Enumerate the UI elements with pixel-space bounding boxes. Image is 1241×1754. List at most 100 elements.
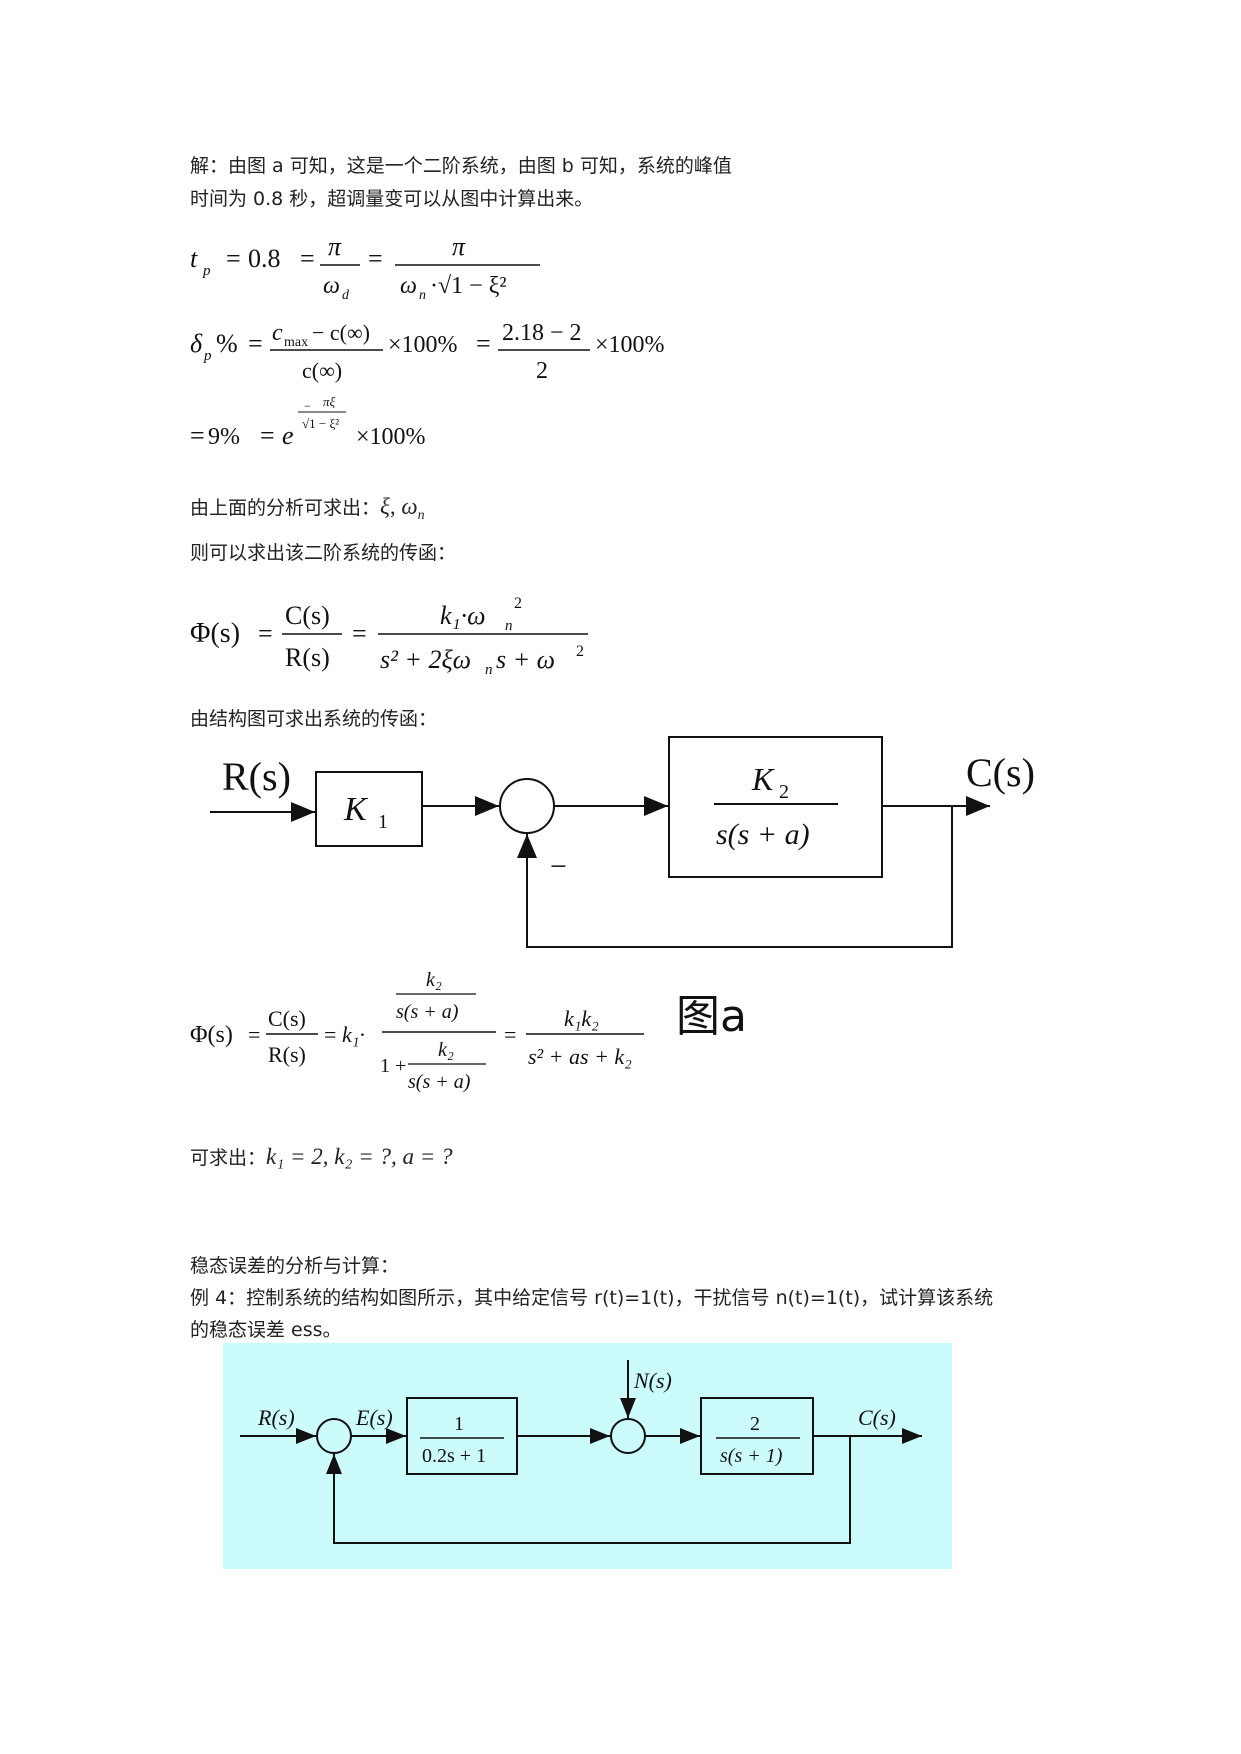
eq2-num1-sub: max bbox=[284, 335, 308, 350]
results-text: 可求出： bbox=[190, 1147, 267, 1169]
svg-text:=: = bbox=[324, 1022, 336, 1047]
eq4-den2-rest: s + ω bbox=[496, 645, 555, 674]
eq4-num2: k₁·ω bbox=[440, 601, 485, 630]
eq1-den2-sub: n bbox=[419, 288, 426, 303]
analysis-sub: n bbox=[417, 507, 425, 523]
svg-text:−: − bbox=[304, 399, 311, 413]
eq1-num2: π bbox=[452, 232, 466, 261]
eq5-den1: R(s) bbox=[268, 1042, 306, 1067]
eq5-inner-num: k₂ bbox=[426, 969, 442, 991]
diagram-b-block2-den: s(s + 1) bbox=[720, 1445, 783, 1467]
eq3-base: e bbox=[282, 421, 294, 450]
diagram-a-plant-num: K bbox=[751, 761, 775, 797]
eq2-times1: ×100% bbox=[388, 332, 458, 358]
example-line-2: 的稳态误差 ess。 bbox=[190, 1319, 342, 1341]
eq4-lhs: Φ(s) bbox=[190, 618, 240, 649]
eq4-den1: R(s) bbox=[285, 643, 330, 672]
diagram-a-gain-sub: 1 bbox=[378, 811, 388, 833]
eq5-mult: k₁· bbox=[342, 1022, 365, 1047]
analysis-text: 由上面的分析可求出： bbox=[190, 497, 381, 519]
eq2-num2: 2.18 − 2 bbox=[502, 320, 582, 346]
eq5-num1: C(s) bbox=[268, 1006, 306, 1031]
eq2-den2: 2 bbox=[536, 358, 548, 384]
diagram-a-gain-block bbox=[315, 771, 423, 847]
equation-overshoot: δ p % = c max − c(∞) c(∞) ×100% = 2.18 −… bbox=[190, 320, 665, 384]
diagram-a-plant-den: s(s + a) bbox=[716, 818, 810, 851]
diagram-b-background bbox=[223, 1343, 952, 1569]
diagram-a-feedback-sign: − bbox=[550, 850, 567, 883]
diagram-a-feedback-path bbox=[517, 806, 953, 948]
eq2-num1-rest: − c(∞) bbox=[312, 320, 370, 345]
analysis-line: 由上面的分析可求出：ξ, ωn bbox=[190, 490, 425, 532]
intro-line-2: 时间为 0.8 秒，超调量变可以从图中计算出来。 bbox=[190, 188, 594, 210]
eq2-times2: ×100% bbox=[595, 332, 665, 358]
diagram-b-block1-den: 0.2s + 1 bbox=[422, 1445, 486, 1467]
eq2-lhs: δ bbox=[190, 329, 203, 358]
eq1-lhs: t bbox=[190, 244, 198, 273]
svg-text:=: = bbox=[504, 1022, 516, 1047]
eq5-final-den: s² + as + k₂ bbox=[528, 1044, 632, 1069]
diagram-b-feedback-path bbox=[326, 1436, 851, 1544]
eq4-den2-sub: n bbox=[485, 662, 493, 678]
eq4-num2-sup: 2 bbox=[514, 595, 522, 612]
section-heading: 稳态误差的分析与计算： bbox=[190, 1255, 400, 1277]
eq5-final-num: k₁k₂ bbox=[564, 1006, 599, 1031]
diagram-b-summing-junction-1 bbox=[316, 1418, 352, 1454]
eq5-inner-den-2: s(s + a) bbox=[408, 1071, 471, 1093]
structure-intro: 由结构图可求出系统的传函： bbox=[190, 708, 438, 730]
svg-text:=: = bbox=[226, 244, 241, 273]
svg-text:=: = bbox=[352, 619, 367, 648]
eq4-den2-sup: 2 bbox=[576, 643, 584, 660]
equation-closed-loop: Φ(s) = C(s) R(s) = k₁· k₂ s(s + a) 1 + k… bbox=[190, 969, 644, 1093]
analysis-vars: ξ, ω bbox=[380, 494, 418, 519]
eq3-exp-num: πξ bbox=[323, 394, 336, 409]
eq5-inner-num-2: k₂ bbox=[438, 1039, 454, 1061]
equation-peak-time: t p = 0.8 = π ω d = π ω n ·√1 − ξ² bbox=[190, 232, 540, 303]
diagram-b-error: E(s) bbox=[355, 1405, 393, 1430]
eq1-num1: π bbox=[328, 232, 342, 261]
diagram-a-gain: K bbox=[343, 791, 369, 828]
svg-text:=: = bbox=[260, 421, 275, 450]
equation-exponential: = 9% = e − πξ √1 − ξ² ×100% bbox=[190, 394, 426, 450]
eq3-value: 9% bbox=[208, 424, 240, 450]
svg-text:=: = bbox=[190, 421, 205, 450]
example-line-1: 例 4：控制系统的结构如图所示，其中给定信号 r(t)=1(t)，干扰信号 n(… bbox=[190, 1287, 994, 1309]
svg-text:=: = bbox=[258, 619, 273, 648]
svg-text:=: = bbox=[248, 329, 263, 358]
eq1-den1-sub: d bbox=[342, 288, 350, 303]
svg-text:=: = bbox=[248, 1022, 260, 1047]
eq2-den1: c(∞) bbox=[302, 358, 342, 383]
diagram-a-output: C(s) bbox=[966, 750, 1035, 795]
svg-text:=: = bbox=[368, 244, 383, 273]
svg-text:=: = bbox=[476, 329, 491, 358]
eq3-exp-den: √1 − ξ² bbox=[302, 416, 339, 431]
figure-a-label: 图a bbox=[676, 991, 747, 1042]
transfer-intro: 则可以求出该二阶系统的传函： bbox=[190, 542, 457, 564]
intro-line-1: 解：由图 a 可知，这是一个二阶系统，由图 b 可知，系统的峰值 bbox=[190, 155, 732, 177]
eq1-den1: ω bbox=[323, 273, 340, 299]
diagram-b-input: R(s) bbox=[257, 1405, 295, 1430]
equation-second-order: Φ(s) = C(s) R(s) = k₁·ω n 2 s² + 2ξω n s… bbox=[190, 595, 588, 678]
eq5-lhs: Φ(s) bbox=[190, 1022, 233, 1048]
eq2-lhs-rest: % bbox=[216, 329, 238, 358]
diagram-b-disturbance: N(s) bbox=[633, 1368, 672, 1393]
eq1-value: 0.8 bbox=[248, 244, 281, 273]
eq3-times: ×100% bbox=[356, 424, 426, 450]
diagram-b-block1-num: 1 bbox=[454, 1413, 464, 1435]
eq5-one: 1 + bbox=[380, 1055, 406, 1077]
diagram-b-block2-num: 2 bbox=[750, 1413, 760, 1435]
eq2-lhs-sub: p bbox=[203, 348, 212, 364]
eq1-den2: ω bbox=[400, 273, 417, 299]
eq4-num2-sub: n bbox=[505, 618, 513, 634]
eq2-num1: c bbox=[272, 320, 283, 346]
eq5-inner-den: s(s + a) bbox=[396, 1001, 459, 1023]
results-line: 可求出：k₁ = 2, k₂ = ?, a = ? bbox=[190, 1140, 453, 1175]
eq1-lhs-sub: p bbox=[202, 263, 211, 279]
diagram-b-summing-junction-2 bbox=[610, 1418, 646, 1454]
diagram-a-input: R(s) bbox=[222, 754, 291, 799]
diagram-b-output: C(s) bbox=[858, 1405, 896, 1430]
eq1-den2-rest: ·√1 − ξ² bbox=[430, 273, 507, 299]
eq4-den2: s² + 2ξω bbox=[380, 645, 471, 674]
